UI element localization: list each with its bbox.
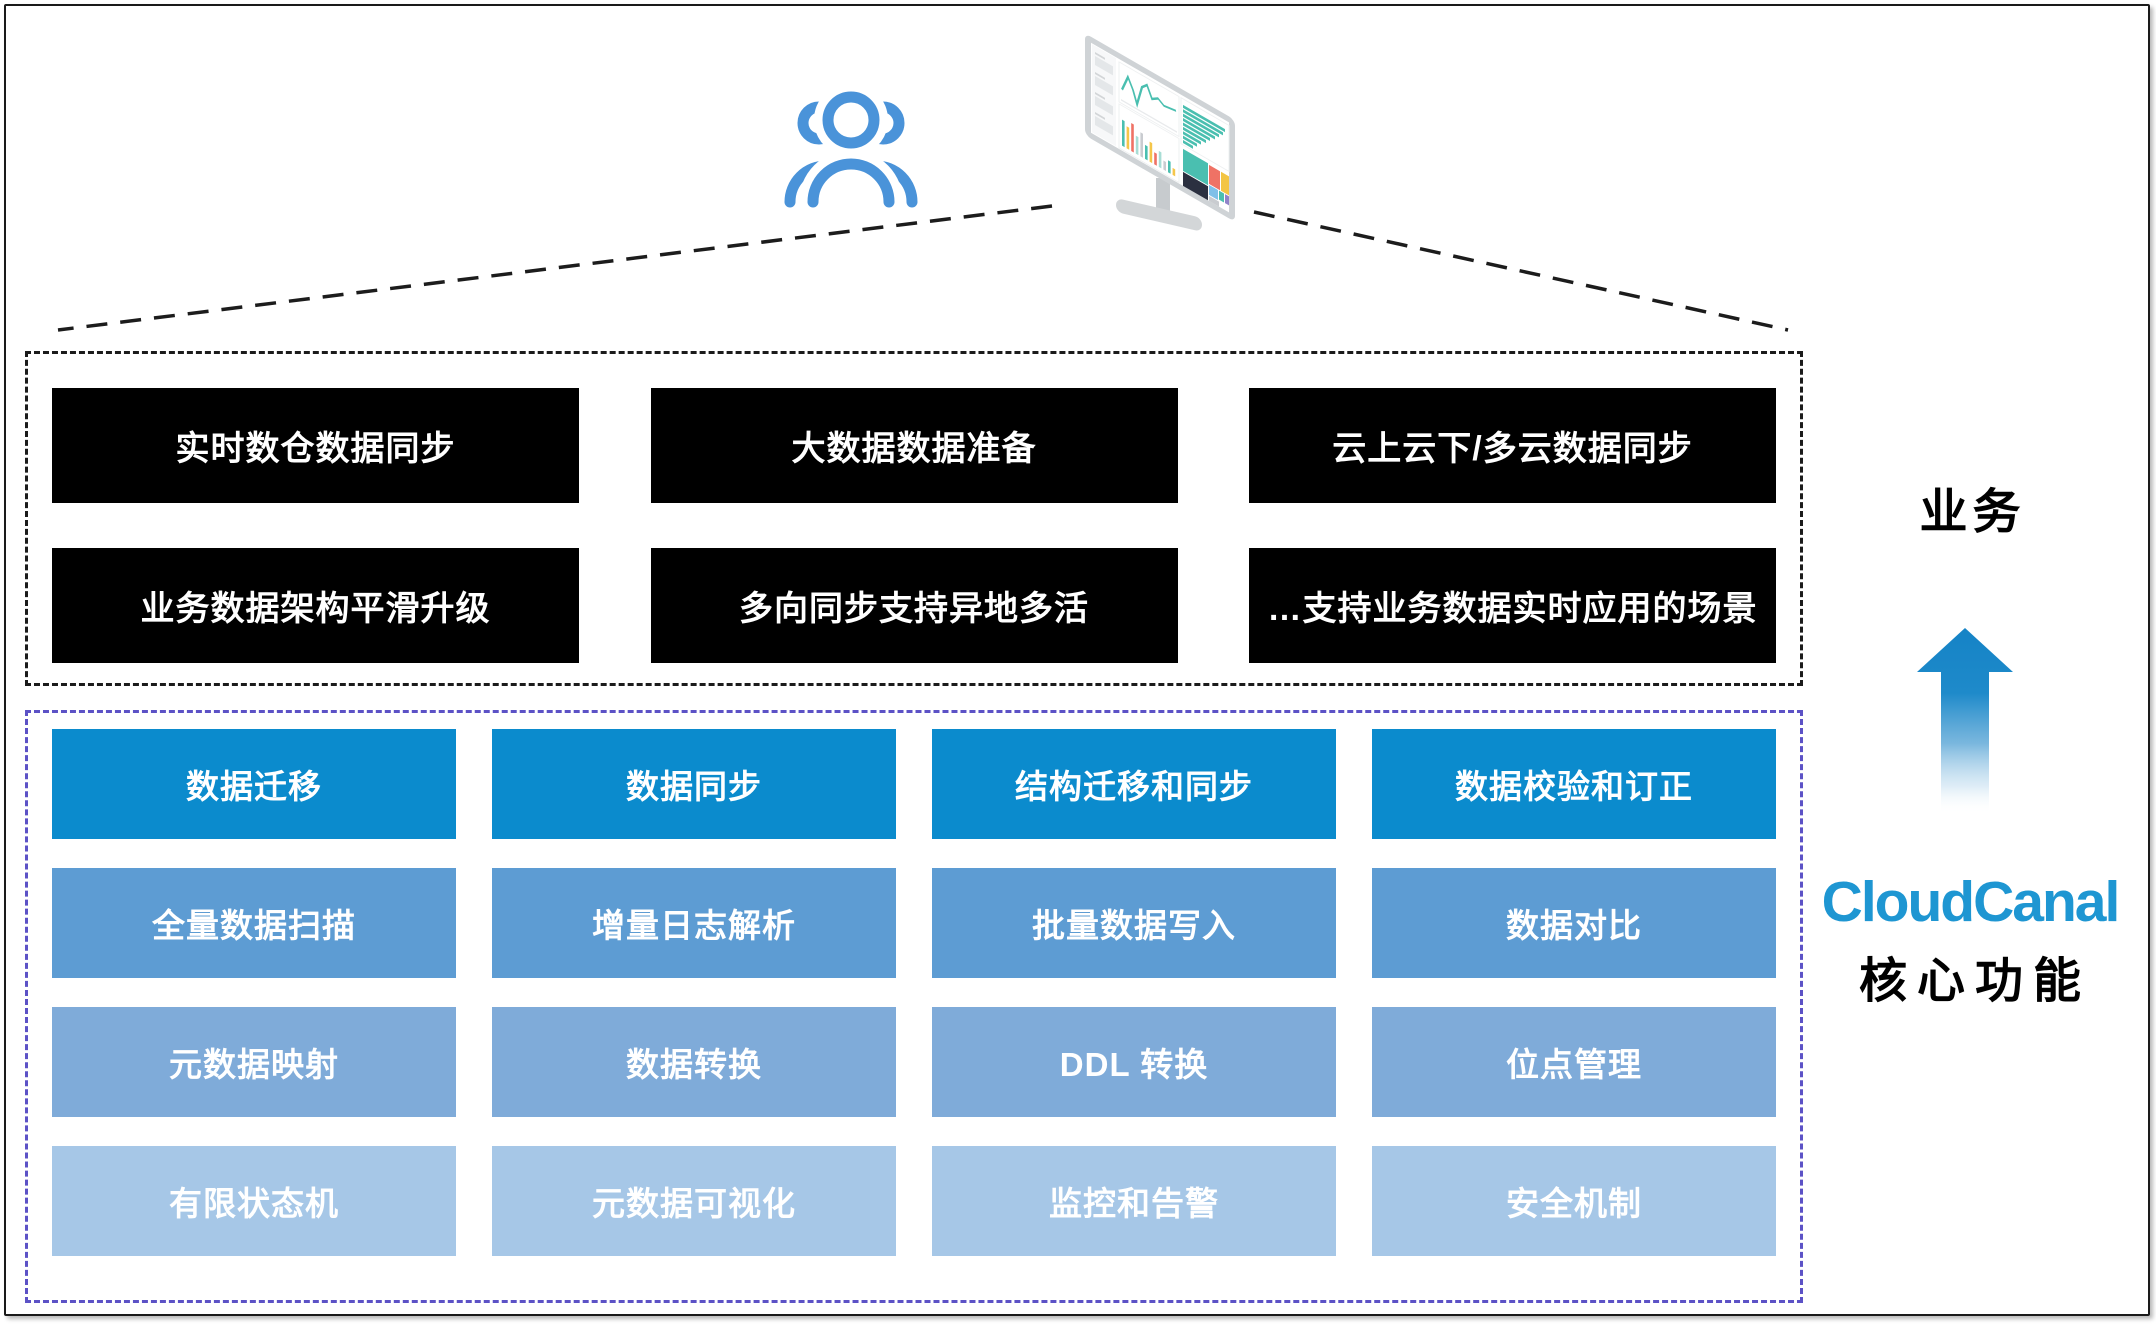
scenario-block: 业务数据架构平滑升级 [52,548,579,663]
core-function-block: 全量数据扫描 [52,868,456,978]
core-functions-box: 数据迁移 数据同步 结构迁移和同步 数据校验和订正 全量数据扫描 增量日志解析 … [25,710,1803,1303]
core-function-block: 数据同步 [492,729,896,839]
core-function-block: 数据迁移 [52,729,456,839]
scenario-block: …支持业务数据实时应用的场景 [1249,548,1776,663]
core-function-block: 数据校验和订正 [1372,729,1776,839]
scenario-block: 大数据数据准备 [650,388,1178,503]
scenario-block: 多向同步支持异地多活 [650,548,1178,663]
cloudcanal-logo: CloudCanal [1821,870,2121,934]
scenario-block: 云上云下/多云数据同步 [1249,388,1776,503]
core-function-block: 数据对比 [1372,868,1776,978]
business-label: 业务 [1919,486,2026,539]
core-function-block: 增量日志解析 [492,868,896,978]
core-function-block: 监控和告警 [932,1146,1336,1256]
core-function-block: DDL 转换 [932,1007,1336,1117]
core-function-block: 结构迁移和同步 [932,729,1336,839]
scenario-block: 实时数仓数据同步 [52,388,579,503]
core-function-block: 位点管理 [1372,1007,1776,1117]
core-function-block: 有限状态机 [52,1146,456,1256]
business-scenarios-box: 实时数仓数据同步 大数据数据准备 云上云下/多云数据同步 业务数据架构平滑升级 … [25,351,1803,686]
up-arrow-icon [1917,628,2013,814]
users-group-icon [784,83,918,216]
core-function-block: 数据转换 [492,1007,896,1117]
core-function-block: 元数据映射 [52,1007,456,1117]
core-function-block: 安全机制 [1372,1146,1776,1256]
core-function-block: 批量数据写入 [932,868,1336,978]
core-functions-label: 核心功能 [1858,955,2091,1008]
dashboard-monitor-icon [1085,35,1235,231]
core-function-block: 元数据可视化 [492,1146,896,1256]
